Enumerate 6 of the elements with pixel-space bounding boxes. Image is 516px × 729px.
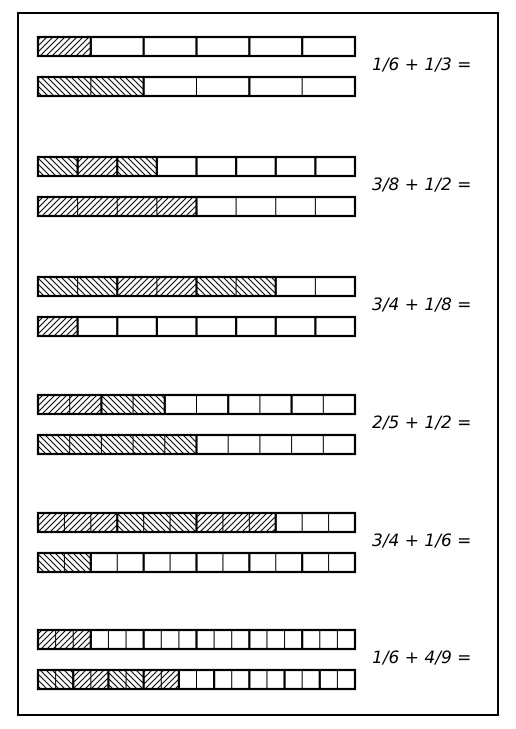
fraction-equation: 3/8 + 1/2 = — [372, 175, 472, 195]
fraction-equation: 1/6 + 1/3 = — [372, 55, 472, 75]
fraction-equation: 3/4 + 1/8 = — [372, 295, 472, 315]
fraction-equation: 3/4 + 1/6 = — [372, 531, 472, 551]
fraction-equation: 1/6 + 4/9 = — [372, 648, 472, 668]
fraction-equation: 2/5 + 1/2 = — [372, 413, 472, 433]
